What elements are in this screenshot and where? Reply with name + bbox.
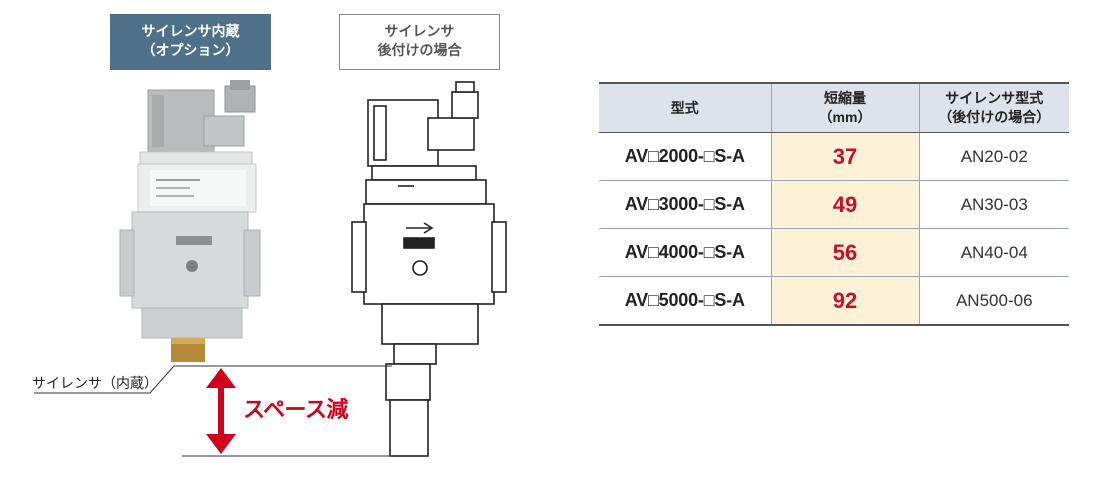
table-row: AV□2000-□S-A 37 AN20-02 [599,132,1069,181]
header-silencer-line2: （後付けの場合） [938,109,1051,125]
retrofit-label-line2: 後付けの場合 [377,43,462,59]
valve-comparison-illustration [34,80,507,457]
silencer-spec-table: 型式 短縮量 （mm） サイレンサ型式 （後付けの場合） AV□2000-□S-… [599,82,1069,326]
row-reduction: 49 [770,180,919,229]
row-model: AV□3000-□S-A [599,180,771,229]
builtin-label-line2: （オプション） [141,43,240,59]
table-header-row: 型式 短縮量 （mm） サイレンサ型式 （後付けの場合） [599,82,1069,133]
row-model: AV□4000-□S-A [599,228,771,277]
row-model: AV□5000-□S-A [599,276,771,326]
table-row: AV□3000-□S-A 49 AN30-03 [599,180,1069,229]
row-reduction: 37 [770,132,919,181]
header-silencer-line1: サイレンサ型式 [945,90,1044,106]
table-row: AV□5000-□S-A 92 AN500-06 [599,276,1069,326]
row-silencer: AN30-03 [918,180,1069,229]
space-reduction-label: スペース減 [243,398,348,423]
builtin-silencer-label: サイレンサ内蔵 （オプション） [110,14,271,70]
header-model: 型式 [599,82,771,133]
builtin-silencer-callout: サイレンサ（内蔵） [32,376,158,392]
row-silencer: AN500-06 [918,276,1069,326]
space-reduction-arrow-icon [206,368,236,454]
silencer-leader-line [34,365,175,394]
retrofit-label-line1: サイレンサ [384,24,455,40]
valve-with-retrofit-silencer-drawing [351,81,507,457]
header-reduction-line2: （mm） [818,109,872,125]
valve-with-builtin-silencer-image [119,80,261,362]
retrofit-silencer-label: サイレンサ 後付けの場合 [339,14,500,70]
row-reduction: 56 [770,228,919,277]
row-silencer: AN40-04 [918,228,1069,277]
header-silencer-model: サイレンサ型式 （後付けの場合） [918,82,1069,133]
header-reduction: 短縮量 （mm） [770,82,919,133]
row-reduction: 92 [770,276,919,326]
row-model: AV□2000-□S-A [599,132,771,181]
builtin-label-line1: サイレンサ内蔵 [141,24,240,40]
header-reduction-line1: 短縮量 [824,90,866,106]
row-silencer: AN20-02 [918,132,1069,181]
table-row: AV□4000-□S-A 56 AN40-04 [599,228,1069,277]
